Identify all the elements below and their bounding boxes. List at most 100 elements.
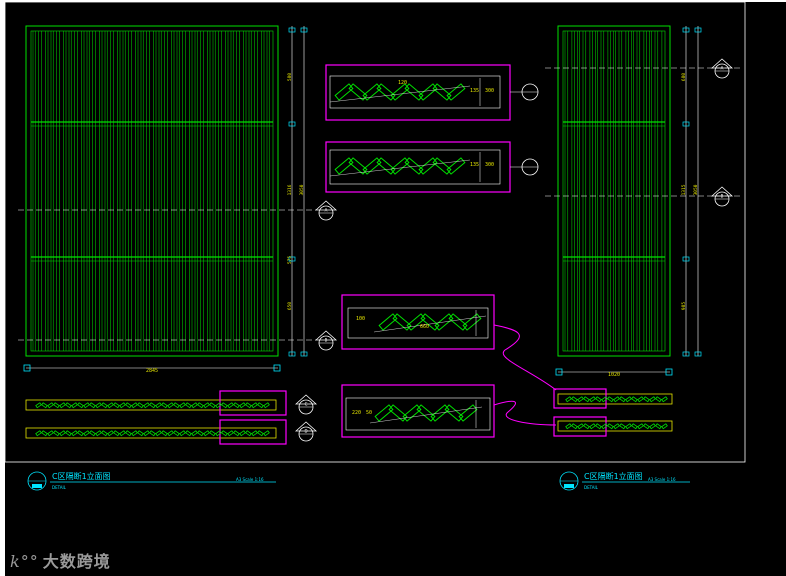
vdim-tick <box>694 27 702 33</box>
left-drawing-subtitle: DETAIL <box>52 485 67 490</box>
detail-box-3[interactable] <box>341 294 495 350</box>
vdim-label: 680 <box>681 73 687 81</box>
left-hdim-tick-r <box>273 364 281 372</box>
detail-slat <box>376 157 396 175</box>
strip-slat <box>89 402 96 409</box>
detail-hatch <box>329 85 471 103</box>
strip-slat <box>191 430 198 437</box>
right-drawing-title: C区隔断1立面图 <box>584 471 643 481</box>
strip-slat <box>649 423 656 430</box>
detail-callouts: 120 135 300 135 300 100 660 220 50 <box>325 64 557 438</box>
vdim-tick <box>288 351 296 357</box>
right-strip-callout-1[interactable] <box>553 388 607 409</box>
strip-slat <box>239 402 246 409</box>
strip-slat <box>161 402 168 409</box>
detail-box-1[interactable] <box>325 64 511 121</box>
vdim-tick <box>682 256 690 262</box>
strip-slat <box>113 430 120 437</box>
detail-slat <box>376 83 396 101</box>
strip-slat <box>197 430 204 437</box>
strip-slat <box>637 423 644 430</box>
strip-slat <box>77 402 84 409</box>
left-width-dim: 2845 <box>146 368 158 374</box>
detail-2-frame <box>329 149 501 185</box>
strip-slat <box>191 402 198 409</box>
section-marker-arrow <box>314 200 338 211</box>
strip-slat <box>625 423 632 430</box>
strip-slat <box>71 402 78 409</box>
strip-slat <box>571 423 578 430</box>
right-plan-strip-1 <box>557 393 673 405</box>
right-slats <box>564 31 663 351</box>
detail-4-dim-a: 220 <box>352 410 361 416</box>
strip-slat <box>89 430 96 437</box>
strip-slat <box>131 402 138 409</box>
strip-slat <box>245 430 252 437</box>
vdim-label: 580 <box>287 73 293 81</box>
strip-slat <box>595 396 602 403</box>
vdim-label: 3050 <box>693 184 699 195</box>
detail-slat <box>432 83 452 101</box>
strip-slat <box>209 430 216 437</box>
right-panel-inner <box>562 30 666 352</box>
strip-slat <box>607 396 614 403</box>
right-plan-strip-2 <box>557 420 673 432</box>
section-marker-label: A <box>325 208 328 213</box>
detail-hatch <box>369 406 483 424</box>
leader-line-1 <box>493 324 557 391</box>
strip-slat <box>577 396 584 403</box>
detail-3-slats <box>373 310 487 336</box>
detail-slat <box>402 404 422 422</box>
vdim-label: 650 <box>287 302 293 310</box>
strip-slat <box>173 402 180 409</box>
vdim-tick <box>300 351 308 357</box>
detail-box-2[interactable] <box>325 141 511 193</box>
detail-2-dim-a: 135 <box>470 162 479 168</box>
right-title-circle-fill <box>564 484 574 488</box>
strip-slat <box>149 430 156 437</box>
vdim-label: 1316 <box>287 184 293 195</box>
strip-slat <box>35 430 42 437</box>
strip-slat <box>95 430 102 437</box>
right-drawing-scale: A3 Scale 1:16 <box>648 477 676 482</box>
detail-1-dim-a: 120 <box>398 80 407 86</box>
strip-slat <box>607 423 614 430</box>
strip-slat <box>233 430 240 437</box>
strip-slat <box>589 423 596 430</box>
detail-1-frame <box>329 75 501 109</box>
detail-slat <box>334 157 354 175</box>
strip-slat <box>107 402 114 409</box>
strip-slat <box>221 402 228 409</box>
strip-slat <box>619 396 626 403</box>
detail-hatch <box>329 159 471 177</box>
strip-slat <box>179 430 186 437</box>
strip-slat <box>263 430 270 437</box>
strip-slat <box>601 396 608 403</box>
strip-slat <box>643 423 650 430</box>
section-marker-arrow <box>294 421 318 432</box>
strip-slat <box>583 423 590 430</box>
detail-3-frame <box>347 307 489 339</box>
vdim-tick <box>682 351 690 357</box>
detail-slat <box>378 313 398 331</box>
left-strip-callout-2[interactable] <box>219 419 287 445</box>
left-drawing-title: C区隔断1立面图 <box>52 471 111 481</box>
strip-slat <box>155 402 162 409</box>
detail-slat <box>458 404 478 422</box>
detail-slat <box>404 83 424 101</box>
strip-slat <box>119 430 126 437</box>
right-hdim-tick-r <box>665 368 673 376</box>
strip-slat <box>137 402 144 409</box>
detail-box-4[interactable] <box>341 384 495 438</box>
detail-slat <box>362 83 382 101</box>
strip-slat <box>245 402 252 409</box>
right-strip-callout-2[interactable] <box>553 416 607 437</box>
strip-slat <box>251 430 258 437</box>
strip-slat <box>565 396 572 403</box>
strip-slat <box>595 423 602 430</box>
strip-slat <box>167 430 174 437</box>
strip-slat <box>47 430 54 437</box>
strip-slat <box>143 402 150 409</box>
